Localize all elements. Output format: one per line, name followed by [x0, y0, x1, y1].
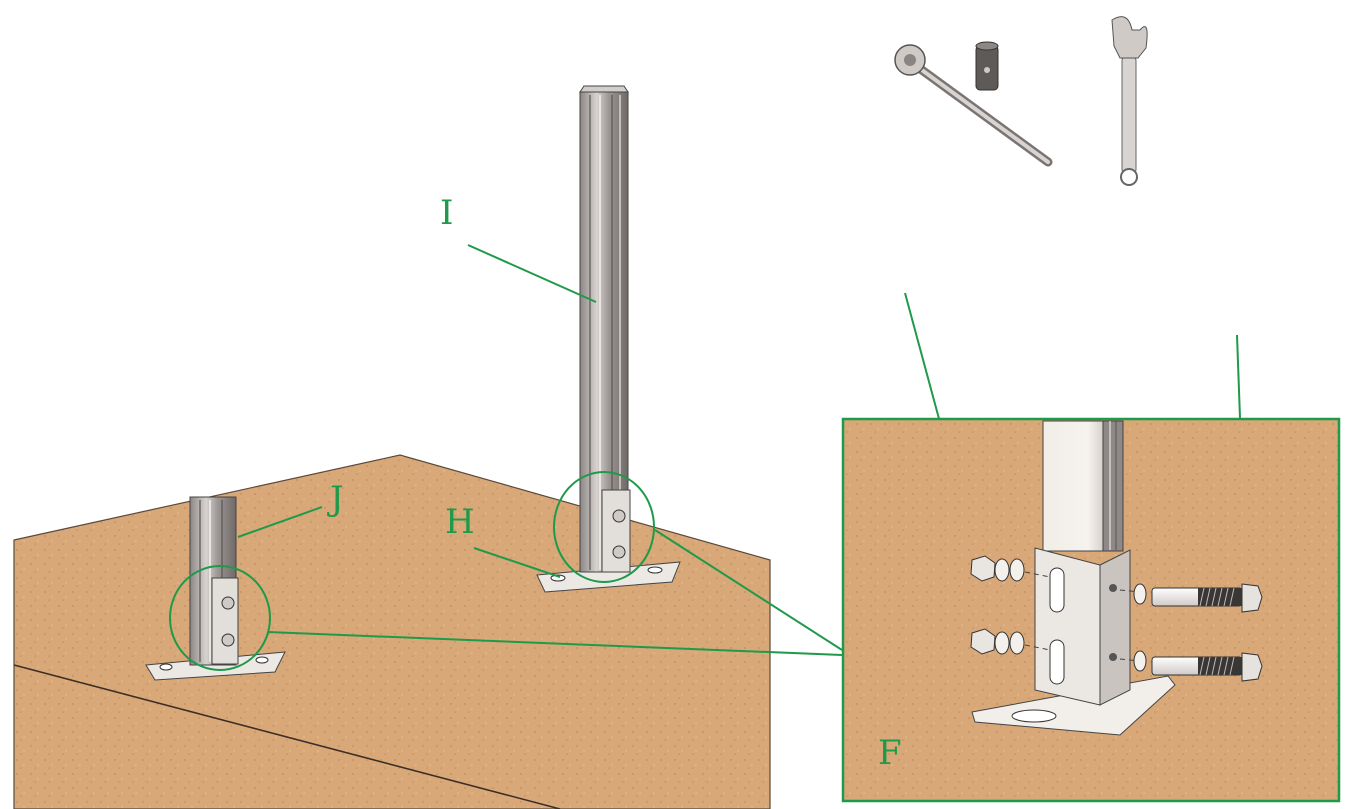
ratchet-wrench-icon — [894, 44, 1053, 167]
table — [13, 454, 771, 809]
adjustable-wrench-icon — [1111, 16, 1148, 186]
socket-icon — [975, 41, 999, 91]
label-I: I — [440, 193, 454, 233]
tall-post-I — [536, 85, 681, 593]
detail-box-F — [841, 417, 1341, 803]
label-J: J — [330, 479, 344, 519]
label-F: F — [878, 733, 902, 773]
detail-circle-short-post — [169, 565, 271, 671]
detail-circle-tall-post — [553, 471, 655, 583]
label-H: H — [445, 502, 475, 542]
short-post-J — [145, 496, 286, 681]
